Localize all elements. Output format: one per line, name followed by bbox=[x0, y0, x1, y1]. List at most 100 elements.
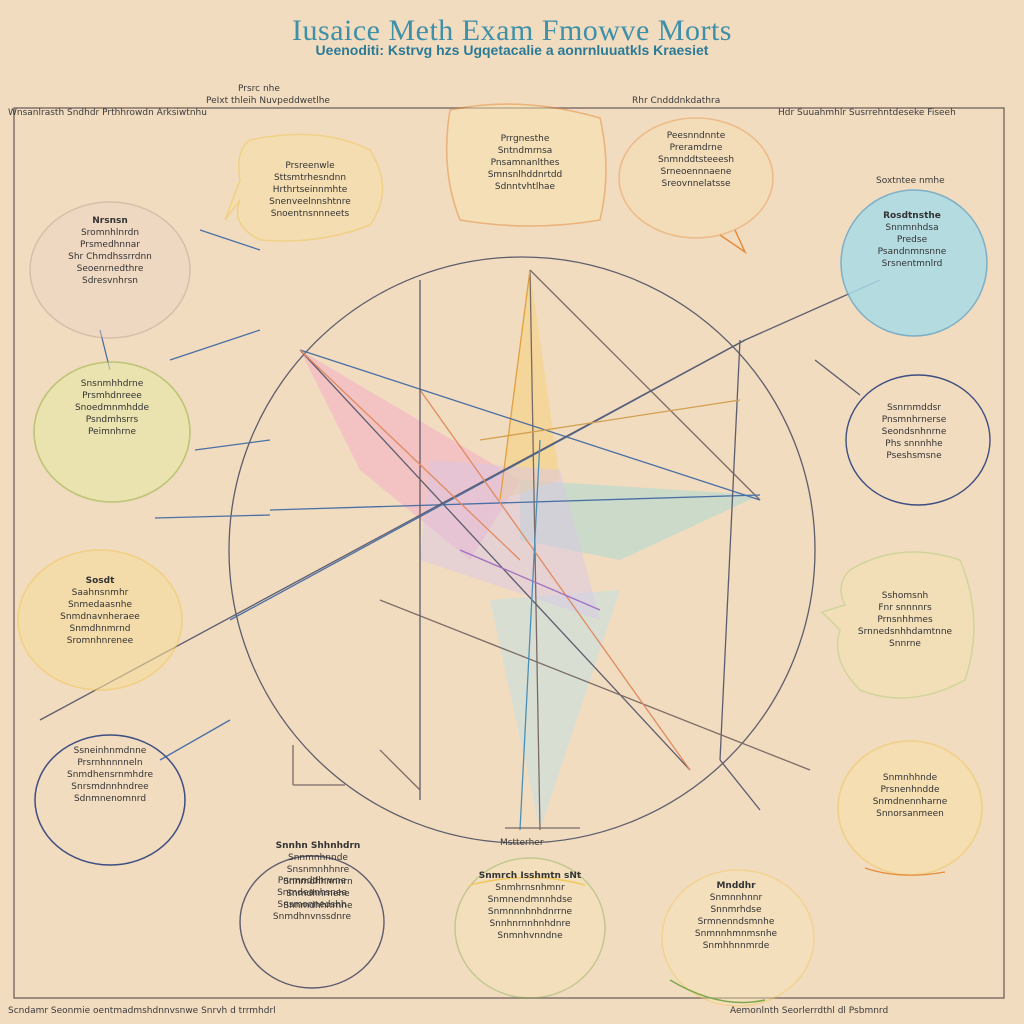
bubble-line: Sshomsnh bbox=[881, 591, 929, 601]
bubble-line: Phs snnnhhe bbox=[885, 439, 943, 449]
bubble-line: Prrgnesthe bbox=[500, 134, 550, 144]
bubble-line: Snsmonnedshh bbox=[277, 900, 347, 910]
bubble-b11 bbox=[837, 740, 983, 876]
bubble-line: Sromnhlnrdn bbox=[80, 228, 140, 238]
bubble-line: Preramdrne bbox=[669, 143, 723, 153]
bubble-b1 bbox=[224, 133, 384, 242]
bubble-line: Snnmdhhnrnne bbox=[283, 901, 353, 911]
bubble-line: Snnmnhdsa bbox=[885, 223, 939, 233]
bubble-b2 bbox=[445, 103, 607, 227]
bubble-line: Prsmedhnnar bbox=[79, 240, 140, 250]
top-label-center-right: Rhr Cndddnkdathra bbox=[632, 96, 721, 106]
bubble-line: Prnsnhhmes bbox=[877, 615, 933, 625]
bubble-line: Predse bbox=[896, 235, 928, 245]
bubble-line: Snnhnrnnhnhdnre bbox=[489, 919, 571, 929]
margin-text-right: Hdr Suuahmhlr Susrrehntdeseke Fiseeh bbox=[778, 108, 956, 118]
bubble-line: Shr Chmdhssrrdnn bbox=[68, 252, 152, 262]
footer-right: Aemonlnth Seorlerrdthl dl Psbmnrd bbox=[730, 1006, 889, 1016]
bubble-line: Snmnendmnnhdse bbox=[487, 895, 573, 905]
bubble-label: Snnhn Shhnhdrn bbox=[275, 841, 361, 851]
bubble-line: Pnsmnhrnerse bbox=[881, 415, 947, 425]
bubble-b4 bbox=[29, 201, 191, 339]
bubble-line: Snmnddtsteeesh bbox=[657, 155, 735, 165]
bubble-line: Psndmhsrrs bbox=[85, 415, 139, 425]
bubble-line: Hrthrtseinnmhte bbox=[272, 185, 348, 195]
bubble-line: Pseshsmsne bbox=[886, 451, 942, 461]
bubble-line: Srneoennnaene bbox=[660, 167, 732, 177]
bubble-line: Seoenrnedthre bbox=[76, 264, 144, 274]
bubble-b7 bbox=[845, 374, 991, 506]
diagram-title: Iusaice Meth Exam Fmowve Morts bbox=[292, 14, 732, 47]
bubble-line: Ssnrnmddsr bbox=[887, 403, 941, 413]
bubble-line: Peimnhrne bbox=[87, 427, 137, 437]
bubble-line: Snmnhvnndne bbox=[497, 931, 563, 941]
bubble-line: Snmdhnmrnd bbox=[69, 624, 131, 634]
bubble-line: Snmnhhnde bbox=[882, 773, 938, 783]
bubble-b8 bbox=[17, 549, 183, 691]
bubble-line: Sdnntvhtlhae bbox=[494, 182, 556, 192]
bubble-line: Snenveelnnshtnre bbox=[269, 197, 351, 207]
bubble-line: Saahnsnmhr bbox=[71, 588, 129, 598]
bubble-label: Snmrch Isshmtn sNt bbox=[478, 871, 582, 881]
bubble-b9 bbox=[820, 551, 975, 699]
bubble-line: Srnnedsnhhdamtnne bbox=[857, 627, 953, 637]
yellow-region bbox=[500, 270, 560, 500]
bubble-line: Snmdeanhsnee bbox=[277, 888, 347, 898]
bubble-line: Snnmrhdse bbox=[710, 905, 762, 915]
bubble-line: Sntndmrnsa bbox=[497, 146, 553, 156]
bubble-label: Nrsnsn bbox=[92, 216, 128, 226]
bubble-line: Snnorsanmeen bbox=[876, 809, 944, 819]
bubble-line: Snsnmnhhnre bbox=[286, 865, 350, 875]
bubble-line: Sreovnnelatsse bbox=[661, 179, 731, 189]
central-circle bbox=[228, 256, 816, 844]
bubble-label: Mnddhr bbox=[716, 881, 756, 891]
bubble-b5 bbox=[840, 189, 988, 337]
bubble-line: Snoedmnmhdde bbox=[74, 403, 150, 413]
top-label-right: Soxtntee nmhe bbox=[876, 176, 945, 186]
bubble-line: Srmnenndsmnhe bbox=[697, 917, 775, 927]
bubble-line: Srsnentmnlrd bbox=[881, 259, 943, 269]
bubble-line: Ssneinhnmdnne bbox=[73, 746, 147, 756]
top-label-left: Prsrc nhe bbox=[238, 84, 280, 94]
bubble-line: Snoentnsnnneets bbox=[270, 209, 350, 219]
bubble-line: Snmdhensrnmhdre bbox=[66, 770, 153, 780]
footer-left: Scndamr Seonmie oentmadmshdnnvsnwe Snrvh… bbox=[8, 1006, 276, 1016]
bubble-line: Pnsamnanlthes bbox=[490, 158, 560, 168]
bubble-line: Snmhrnsnhmnr bbox=[495, 883, 565, 893]
bubble-line: Prsnenhndde bbox=[880, 785, 940, 795]
bubble-line: Sttsmtrhesndnn bbox=[273, 173, 347, 183]
bubble-line: Seondsnhnrne bbox=[881, 427, 947, 437]
bubble-line: Prsmhdnreee bbox=[82, 391, 142, 401]
diagram-subtitle: Ueenoditi: Kstrvg hzs Ugqetacalie a aonr… bbox=[315, 42, 709, 58]
bubble-line: Snmdhnrnehe bbox=[286, 889, 350, 899]
bubble-line: Sromnhnrenee bbox=[66, 636, 134, 646]
bubble-line: Psandnmnsnne bbox=[877, 247, 947, 257]
bubble-line: Snmnnhmnmsnhe bbox=[694, 929, 778, 939]
bubble-line: Snmhhnnmrde bbox=[702, 941, 770, 951]
bubble-line: Prsrnhnnnneln bbox=[77, 758, 143, 768]
bubble-line: Snmdnavnheraee bbox=[60, 612, 140, 622]
bubble-b6 bbox=[33, 361, 191, 503]
bubble-line: Snrsmdnnhndree bbox=[71, 782, 149, 792]
bubble-line: Peesnndnnte bbox=[666, 131, 726, 141]
top-label-center-left: PeIxt thleih Nuvpeddwetlhe bbox=[206, 96, 330, 106]
bubble-b13 bbox=[454, 857, 606, 999]
bubble-line: Snmdhnvnssdnre bbox=[272, 912, 352, 922]
bubble-line: Snnmdhhnnnrn bbox=[283, 877, 353, 887]
bubble-line: Snmnnhnnr bbox=[709, 893, 763, 903]
bubble-line: Snnmnhnnde bbox=[288, 853, 348, 863]
bubble-b10 bbox=[34, 734, 186, 866]
